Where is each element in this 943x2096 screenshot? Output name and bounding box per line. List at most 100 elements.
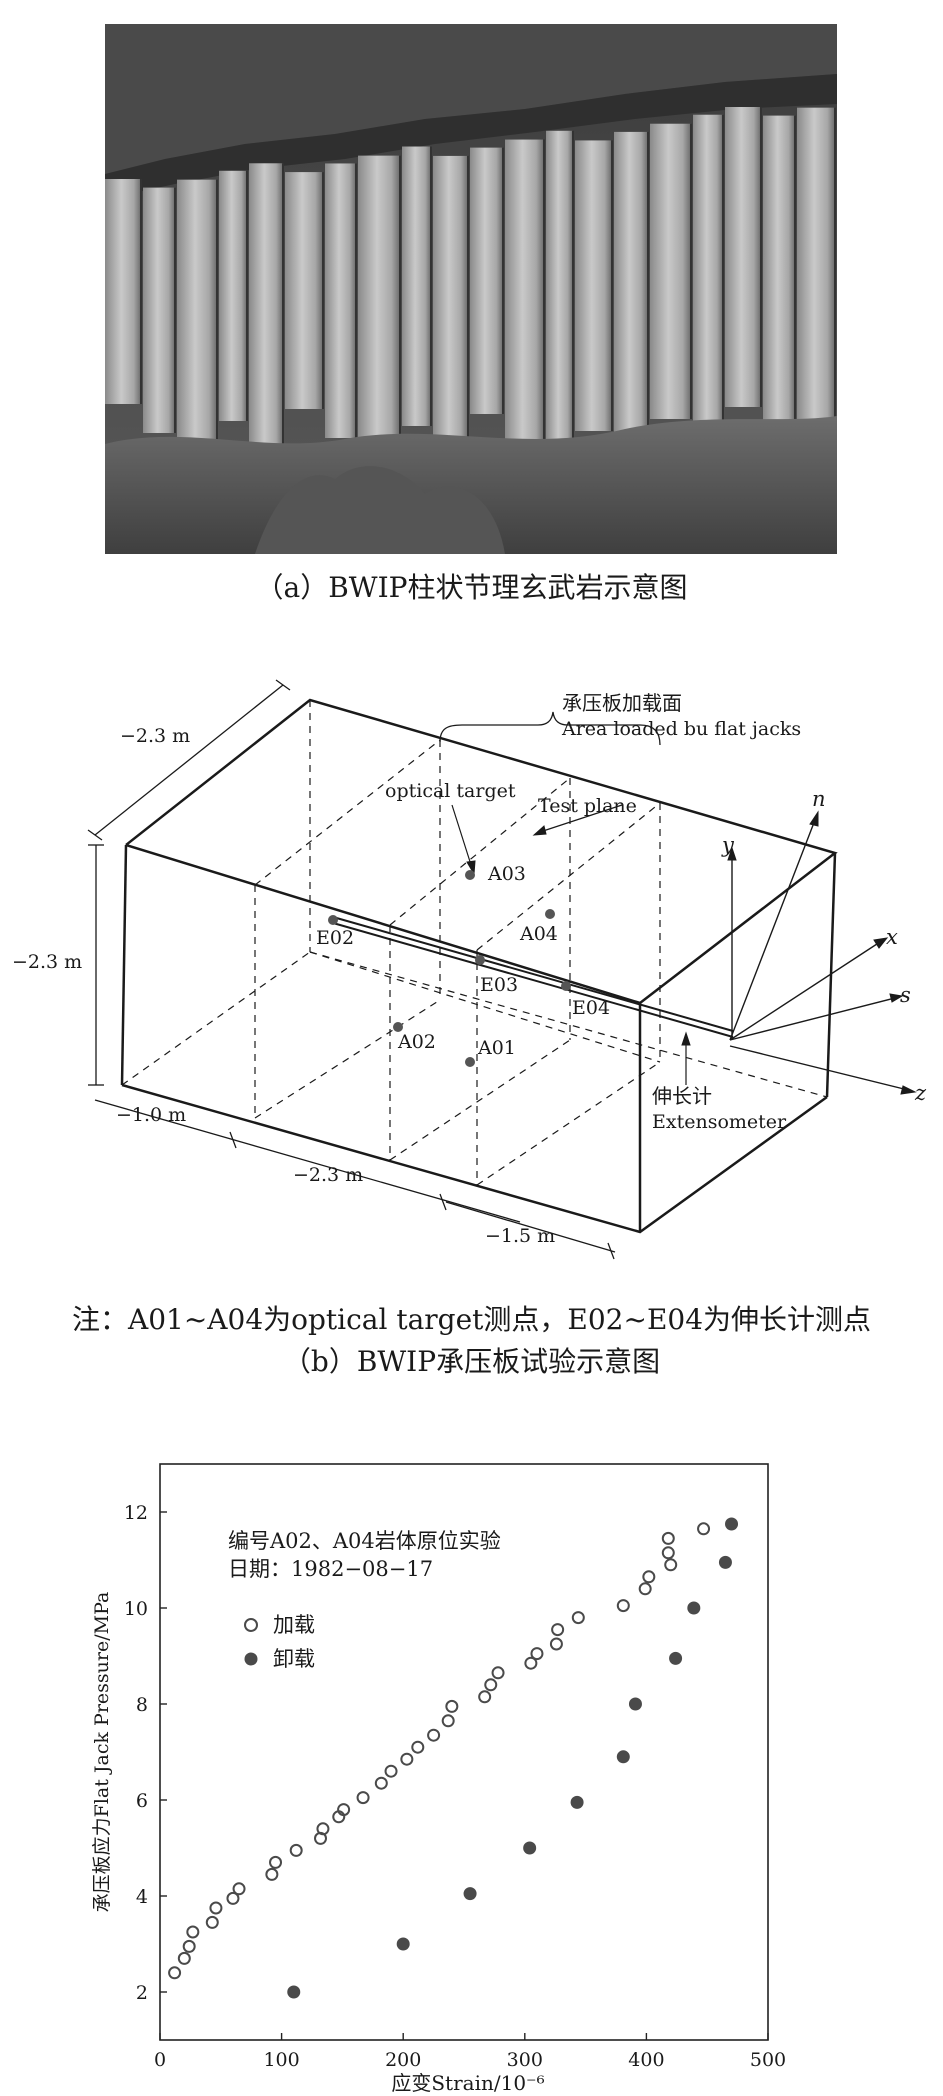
- loading-point: [316, 1822, 330, 1836]
- y-tick-label: 12: [124, 1502, 148, 1524]
- y-tick-label: 10: [124, 1598, 148, 1620]
- basalt-column: [650, 123, 691, 419]
- unloading-point: [616, 1750, 630, 1764]
- y-tick-label: 2: [136, 1982, 148, 2004]
- panel-b-note: 注：A01~A04为optical target测点，E02~E04为伸长计测点: [71, 1303, 872, 1336]
- basalt-column: [105, 179, 141, 404]
- loading-point: [411, 1740, 425, 1754]
- loading-point: [177, 1951, 191, 1965]
- chart-annotation-line2: 日期：1982−08−17: [228, 1557, 433, 1581]
- basalt-column: [470, 147, 503, 414]
- basalt-column: [358, 155, 400, 467]
- legend-unloading: 卸载: [273, 1647, 315, 1671]
- loading-point: [356, 1791, 370, 1805]
- dim-bottom-left: −1.0 m: [116, 1104, 186, 1126]
- panel-a-caption: （a）BWIP柱状节理玄武岩示意图: [255, 571, 688, 604]
- loading-point: [226, 1891, 240, 1905]
- loading-point: [209, 1901, 223, 1915]
- loading-point: [269, 1855, 283, 1869]
- loading-point: [168, 1966, 182, 1980]
- basalt-column: [614, 131, 648, 460]
- unloading-point: [725, 1517, 739, 1531]
- loading-point: [374, 1776, 388, 1790]
- basalt-column: [505, 139, 544, 443]
- x-tick-label: 400: [628, 2049, 664, 2071]
- x-tick-label: 300: [507, 2049, 543, 2071]
- loading-point: [384, 1764, 398, 1778]
- point-e02: E02: [316, 927, 354, 949]
- point-e04: E04: [572, 997, 610, 1019]
- columnar-basalt-photo: [105, 24, 837, 554]
- x-tick-label: 100: [263, 2049, 299, 2071]
- loading-point: [205, 1915, 219, 1929]
- basalt-column: [725, 107, 761, 407]
- point-e03: E03: [480, 974, 518, 996]
- loading-point: [441, 1714, 455, 1728]
- unloading-point: [396, 1937, 410, 1951]
- legend-filled-marker: [244, 1652, 258, 1666]
- chart-annotation-line1: 编号A02、A04岩体原位实验: [228, 1529, 501, 1553]
- x-tick-label: 0: [154, 2049, 166, 2071]
- y-tick-label: 8: [136, 1694, 148, 1716]
- loading-point: [289, 1843, 303, 1857]
- columnar-basalt-illustration: [105, 24, 837, 554]
- loading-point: [664, 1558, 678, 1572]
- dim-top-depth: −2.3 m: [120, 725, 190, 747]
- point-a04: A04: [519, 923, 558, 945]
- loading-point: [445, 1699, 459, 1713]
- point-a01: A01: [477, 1037, 516, 1059]
- unloading-point: [523, 1841, 537, 1855]
- loading-point: [524, 1656, 538, 1670]
- basalt-column: [797, 107, 835, 465]
- dim-height: −2.3 m: [12, 951, 82, 973]
- basalt-column: [143, 187, 175, 433]
- dim-bottom-right: −1.5 m: [485, 1225, 555, 1247]
- unloading-point: [463, 1887, 477, 1901]
- basalt-column: [433, 155, 468, 455]
- loading-point: [530, 1647, 544, 1661]
- loaded-area-label-cn: 承压板加载面: [562, 691, 682, 715]
- loading-point: [661, 1531, 675, 1545]
- loading-point: [661, 1546, 675, 1560]
- loaded-area-label-en: Area loaded bu flat jacks: [561, 718, 801, 740]
- loading-point: [186, 1925, 200, 1939]
- loading-point: [697, 1522, 711, 1536]
- basalt-column: [546, 130, 573, 472]
- x-axis-label: 应变Strain/10⁻⁶: [391, 2071, 544, 2095]
- basalt-column: [325, 163, 356, 438]
- plot-frame: [159, 1463, 769, 2041]
- extensometer-label-en: Extensometer: [652, 1111, 787, 1133]
- flat-jack-test-diagram: −2.3 m −2.3 m −1.0 m −2.3 m −1.5 m 承压板加载…: [12, 679, 927, 1260]
- unloading-point: [628, 1697, 642, 1711]
- axis-z-label: z: [914, 1081, 927, 1105]
- axis-n-label: n: [812, 787, 826, 811]
- dim-bottom-mid: −2.3 m: [293, 1164, 363, 1186]
- unloading-point: [669, 1651, 683, 1665]
- loading-point: [427, 1728, 441, 1742]
- legend-open-marker: [244, 1618, 258, 1632]
- axis-x-label: x: [886, 925, 898, 949]
- unloading-point: [687, 1601, 701, 1615]
- panel-b-caption: （b）BWIP承压板试验示意图: [282, 1345, 661, 1378]
- loading-point: [642, 1570, 656, 1584]
- loading-point: [616, 1599, 630, 1613]
- loading-point: [265, 1867, 279, 1881]
- x-tick-label: 500: [750, 2049, 786, 2071]
- loading-point: [400, 1752, 414, 1766]
- loading-point: [337, 1803, 351, 1817]
- y-tick-label: 4: [136, 1886, 148, 1908]
- point-a03: A03: [487, 863, 526, 885]
- loading-point: [638, 1582, 652, 1596]
- loading-point: [484, 1678, 498, 1692]
- extensometer-label-cn: 伸长计: [652, 1084, 712, 1108]
- basalt-column: [763, 115, 795, 436]
- loading-point: [232, 1882, 246, 1896]
- optical-target-label: optical target: [385, 780, 516, 802]
- loading-point: [549, 1637, 563, 1651]
- basalt-column: [285, 172, 323, 409]
- test-plane-label: Test plane: [538, 795, 637, 817]
- unloading-point: [718, 1555, 732, 1569]
- loading-point: [551, 1623, 565, 1637]
- unloading-point: [287, 1985, 301, 1999]
